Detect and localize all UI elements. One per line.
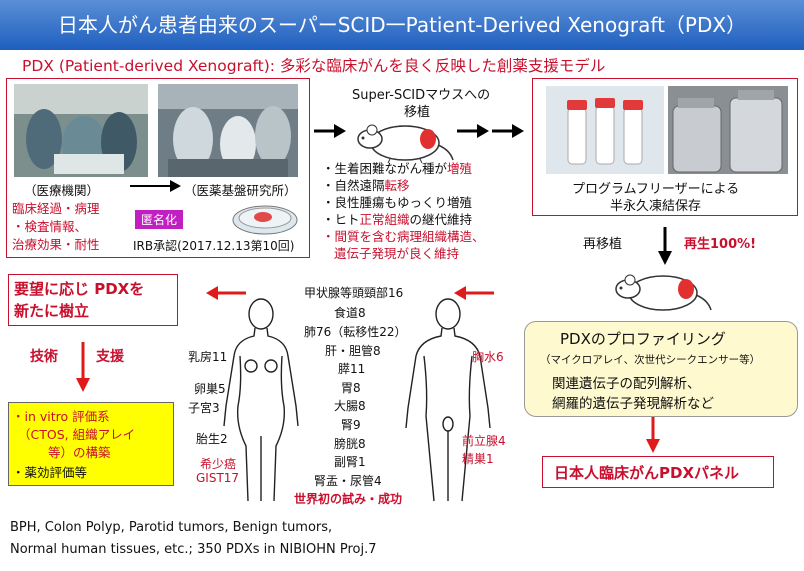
regeneration-rate: 再生100%! bbox=[684, 237, 757, 252]
request-line-2: 新たに樹立 bbox=[14, 302, 90, 320]
arrow-to-freezer-1 bbox=[455, 121, 491, 145]
page-title: 日本人がん患者由来のスーパーSCID一Patient-Derived Xenog… bbox=[0, 0, 804, 50]
organ-kidney: 腎9 bbox=[341, 418, 361, 432]
support-label: 支援 bbox=[96, 349, 124, 365]
organ-lung: 肺76（転移性22） bbox=[304, 325, 407, 339]
organ-esophagus: 食道8 bbox=[334, 306, 366, 320]
clinical-info-1: 臨床経過・病理 bbox=[12, 201, 100, 216]
rare-cancer-label: 希少癌 bbox=[200, 457, 237, 471]
lab-photo bbox=[158, 84, 298, 177]
organ-adrenal: 副腎1 bbox=[334, 455, 366, 469]
organ-stomach: 胃8 bbox=[341, 381, 361, 395]
organ-liver: 肝・胆管8 bbox=[325, 344, 381, 358]
feature-1: ・生着困難ながん種が増殖 bbox=[322, 161, 473, 176]
pdx-features: ・生着困難ながん種が増殖 ・自然遠隔転移 ・良性腫瘍もゆっくり増殖 ・ヒト正常組… bbox=[322, 160, 485, 262]
feature-5: ・間質を含む病理組織構造、 bbox=[322, 229, 485, 244]
request-box bbox=[8, 274, 178, 326]
world-first-label: 世界初の試み・成功 bbox=[294, 492, 403, 506]
red-arrow-down-panel bbox=[644, 415, 662, 459]
feature-2: ・自然遠隔転移 bbox=[322, 178, 410, 193]
pdx-panel-box bbox=[542, 456, 774, 488]
organ-prostate: 前立腺4 bbox=[462, 434, 506, 448]
organ-breast: 乳房11 bbox=[188, 350, 228, 364]
male-body-figure bbox=[400, 296, 496, 510]
arrow-to-mouse bbox=[312, 121, 348, 145]
footer-line-2: Normal human tissues, etc.; 350 PDXs in … bbox=[10, 542, 377, 557]
organ-uterus: 子宮3 bbox=[188, 401, 220, 415]
organ-testis: 精巣1 bbox=[462, 452, 494, 466]
rare-cancer-gist: GIST17 bbox=[196, 471, 240, 485]
anonymize-tag: 匿名化 bbox=[135, 210, 184, 229]
feature-3: ・良性腫瘍もゆっくり増殖 bbox=[322, 195, 473, 210]
profiling-line-1: 関連遺伝子の配列解析、 bbox=[552, 376, 701, 392]
pdx-panel-label: 日本人臨床がんPDXパネル bbox=[554, 464, 740, 482]
surgery-photo bbox=[14, 84, 148, 177]
clinical-info-2: ・検査情報、 bbox=[12, 219, 88, 234]
transplant-label-1: Super-SCIDマウスへの bbox=[352, 88, 491, 103]
organ-colon: 大腸8 bbox=[334, 399, 366, 413]
medical-institution-label: （医療機関） bbox=[24, 183, 100, 198]
tech-label: 技術 bbox=[30, 349, 58, 365]
mouse-icon bbox=[350, 115, 455, 169]
profiling-title: PDXのプロファイリング bbox=[560, 330, 726, 348]
organ-thyroid: 甲状腺等頭頸部16 bbox=[304, 286, 404, 300]
mouse-icon-2 bbox=[608, 265, 713, 319]
red-arrow-left-1 bbox=[204, 284, 248, 306]
organ-renal-pelvis: 腎盂・尿管4 bbox=[314, 474, 382, 488]
subtitle: PDX (Patient-derived Xenograft): 多彩な臨床がん… bbox=[22, 57, 606, 75]
red-arrow-down-support bbox=[74, 340, 92, 400]
retransplant-label: 再移植 bbox=[583, 237, 623, 252]
footer-line-1: BPH, Colon Polyp, Parotid tumors, Benign… bbox=[10, 520, 333, 535]
organ-pancreas: 膵11 bbox=[338, 362, 366, 376]
freezer-label-2: 半永久凍結保存 bbox=[610, 199, 702, 214]
in-vitro-box bbox=[8, 402, 174, 486]
in-vitro-1: ・in vitro 評価系 bbox=[12, 409, 110, 424]
organ-fetal: 胎生2 bbox=[196, 432, 228, 446]
institute-label: （医薬基盤研究所） bbox=[184, 183, 297, 198]
red-arrow-left-2 bbox=[452, 284, 496, 306]
organ-pleural: 胸水6 bbox=[472, 350, 504, 364]
organ-ovary: 卵巣5 bbox=[194, 382, 226, 396]
profiling-sub: （マイクロアレイ、次世代シークエンサー等） bbox=[540, 354, 761, 366]
feature-4: ・ヒト正常組織の継代維持 bbox=[322, 212, 473, 227]
clinical-info-3: 治療効果・耐性 bbox=[12, 237, 100, 252]
profiling-line-2: 網羅的遺伝子発現解析など bbox=[552, 396, 714, 412]
irb-approval: IRB承認(2017.12.13第10回) bbox=[133, 239, 295, 253]
freezer-photo bbox=[668, 86, 788, 174]
female-body-figure bbox=[216, 296, 306, 510]
in-vitro-2: （CTOS, 組織アレイ bbox=[18, 427, 136, 442]
in-vitro-3: 等）の構築 bbox=[48, 445, 111, 460]
profiling-box bbox=[524, 321, 798, 417]
transfer-arrow bbox=[128, 178, 182, 198]
organ-bladder: 膀胱8 bbox=[334, 437, 366, 451]
vials-photo bbox=[546, 86, 664, 174]
feature-5b: 遺伝子発現が良く維持 bbox=[334, 246, 460, 261]
freezer-label-1: プログラムフリーザーによる bbox=[572, 182, 740, 197]
down-arrow-retransplant bbox=[655, 225, 675, 271]
request-line-1: 要望に応じ PDXを bbox=[14, 280, 145, 298]
in-vitro-4: ・薬効評価等 bbox=[12, 465, 88, 480]
transplant-label-2: 移植 bbox=[404, 105, 431, 120]
arrow-to-freezer-2 bbox=[490, 121, 526, 145]
petri-dish-icon bbox=[230, 198, 300, 242]
